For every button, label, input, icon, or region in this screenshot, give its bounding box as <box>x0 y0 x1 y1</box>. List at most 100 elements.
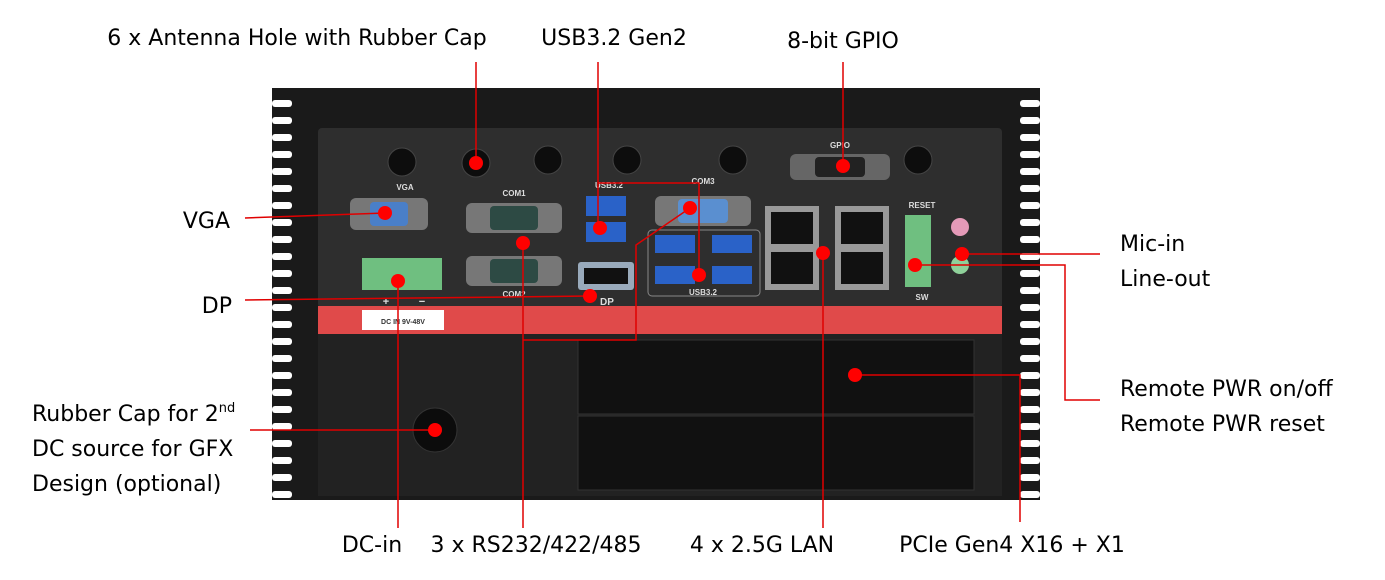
callout-dot <box>469 156 483 170</box>
fin-gap <box>272 168 292 175</box>
fin-gap <box>1020 100 1040 107</box>
fin-gap <box>272 491 292 498</box>
label-mic-in: Mic-in <box>1120 232 1185 257</box>
fin-gap <box>272 236 292 243</box>
callout-dot <box>428 423 442 437</box>
pcie-bracket-x1 <box>577 415 975 491</box>
fin-gap <box>1020 168 1040 175</box>
fin-gap <box>272 321 292 328</box>
fin-gap <box>272 338 292 345</box>
usb-port <box>712 266 752 284</box>
label-lan: 4 x 2.5G LAN <box>690 533 834 558</box>
label-remote-pwr-onoff: Remote PWR on/off <box>1120 377 1333 402</box>
label-remote-pwr-reset: Remote PWR reset <box>1120 412 1325 437</box>
antenna-hole <box>612 145 642 175</box>
fin-gap <box>1020 185 1040 192</box>
pcie-bracket-x16 <box>577 339 975 415</box>
fin-gap <box>272 185 292 192</box>
callout-dot <box>955 247 969 261</box>
antenna-hole <box>533 145 563 175</box>
antenna-hole <box>903 145 933 175</box>
fin-gap <box>1020 440 1040 447</box>
fin-gap <box>272 219 292 226</box>
callout-dot <box>516 236 530 250</box>
fin-gap <box>1020 202 1040 209</box>
callout-dot <box>816 246 830 260</box>
fin-gap <box>272 389 292 396</box>
callout-dot <box>593 221 607 235</box>
label-line-out: Line-out <box>1120 267 1211 292</box>
label-rs232: 3 x RS232/422/485 <box>430 533 641 558</box>
fin-gap <box>1020 304 1040 311</box>
fin-gap <box>272 151 292 158</box>
usb-port <box>712 235 752 253</box>
label-dp: DP <box>202 294 232 319</box>
callout-dot <box>692 268 706 282</box>
fin-gap <box>1020 151 1040 158</box>
fin-gap <box>1020 474 1040 481</box>
callout-dot <box>908 258 922 272</box>
fin-gap <box>1020 372 1040 379</box>
com3-silkscreen: COM3 <box>691 177 715 186</box>
com2-silkscreen: COM2 <box>502 290 526 299</box>
fin-gap <box>1020 117 1040 124</box>
fin-gap <box>1020 355 1040 362</box>
fin-gap <box>272 202 292 209</box>
lan-port <box>771 252 813 284</box>
label-rubber-cap-1: Rubber Cap for 2nd <box>32 401 235 427</box>
dc-in-label-plate <box>362 310 444 330</box>
usb-gen2-port <box>586 196 626 216</box>
fin-gap <box>1020 219 1040 226</box>
lan-port <box>841 212 883 244</box>
fin-gap <box>272 355 292 362</box>
callout-dot <box>391 274 405 288</box>
fin-gap <box>272 372 292 379</box>
com2-port <box>490 259 538 283</box>
mic-in-jack <box>951 218 969 236</box>
fin-gap <box>1020 270 1040 277</box>
fin-gap <box>1020 389 1040 396</box>
callout-dots <box>378 156 969 437</box>
fin-gap <box>1020 491 1040 498</box>
fin-gap <box>272 253 292 260</box>
fin-gap <box>1020 457 1040 464</box>
usb-hub-outline <box>647 229 761 297</box>
usb-port <box>655 235 695 253</box>
fin-gap <box>272 423 292 430</box>
com1-port <box>490 206 538 230</box>
label-antenna: 6 x Antenna Hole with Rubber Cap <box>107 26 486 51</box>
fin-gap <box>1020 287 1040 294</box>
fin-gap <box>272 100 292 107</box>
dc-in-silkscreen: DC IN 9V-48V <box>381 319 425 326</box>
fin-gap <box>272 270 292 277</box>
lan-port <box>841 252 883 284</box>
usb-port <box>655 266 695 284</box>
vga-silkscreen: VGA <box>396 183 414 192</box>
dp-silkscreen: DP <box>600 297 614 308</box>
fin-gap <box>1020 236 1040 243</box>
heatsink-fins <box>272 100 1040 498</box>
fin-gap <box>272 406 292 413</box>
reset-silkscreen: RESET <box>909 201 936 210</box>
usb-silkscreen: USB3.2 <box>595 181 624 190</box>
label-gpio: 8-bit GPIO <box>787 29 899 54</box>
lan-port <box>771 212 813 244</box>
fin-gap <box>1020 406 1040 413</box>
fin-gap <box>272 474 292 481</box>
label-usb: USB3.2 Gen2 <box>541 26 687 51</box>
remote-pwr-terminal <box>905 215 931 287</box>
antenna-hole <box>718 145 748 175</box>
leader-lines <box>244 62 1100 528</box>
usb-hub-silkscreen: USB3.2 <box>689 288 718 297</box>
callout-dot <box>583 289 597 303</box>
label-vga: VGA <box>183 209 230 234</box>
fin-gap <box>272 440 292 447</box>
gpio-silkscreen: GPIO <box>830 141 850 150</box>
fin-gap <box>272 117 292 124</box>
label-dc-in: DC-in <box>342 533 402 558</box>
plus-silkscreen: + <box>383 296 389 308</box>
fin-gap <box>272 304 292 311</box>
com1-silkscreen: COM1 <box>502 189 526 198</box>
fin-gap <box>272 457 292 464</box>
